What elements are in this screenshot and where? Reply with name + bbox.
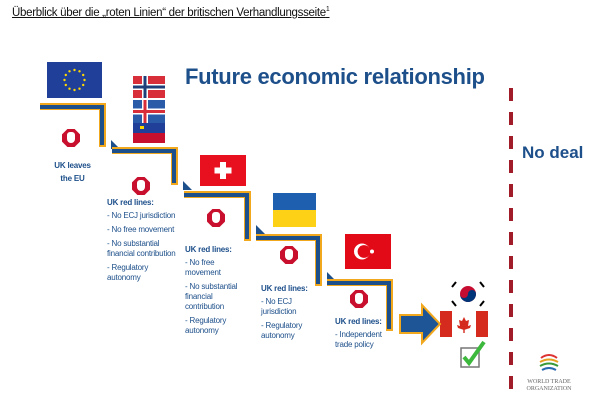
step-arrowhead [327,272,336,281]
heading: Überblick über die „roten Linien“ der br… [12,6,330,19]
eu-stars-icon: /*static*/ [63,68,86,92]
stop-hand-icon [350,290,368,308]
red-line-item: - Independent trade policy [335,330,382,349]
red-lines-eea: UK red lines: - No ECJ jurisdiction - No… [107,198,179,287]
red-line-item: - Regulatory autonomy [261,321,303,340]
red-line-item: - Regulatory autonomy [107,263,149,282]
no-deal-divider [509,88,513,400]
stop-hand-icon [62,129,80,147]
flag-canada [440,311,488,337]
wto-text: WORLD TRADE [527,379,571,385]
stop-hand-icon [207,209,225,227]
red-lines-header: UK red lines: [261,284,308,293]
step-connector-3 [184,191,251,241]
step-label-uk-leaves: UK leaves the EU [50,159,95,185]
red-lines-ukraine: UK red lines: - No ECJ jurisdiction - Re… [261,284,319,345]
red-line-item: - No ECJ jurisdiction [107,211,176,220]
step-arrowhead [256,225,265,234]
red-lines-header: UK red lines: [185,245,232,254]
step-arrowhead [183,181,192,190]
no-deal-label: No deal [522,143,584,162]
flag-south-korea [446,278,490,310]
arrow-right-icon [399,302,442,346]
flag-turkey [345,234,391,269]
red-lines-header: UK red lines: [107,198,154,207]
wto-globe-icon [539,354,559,371]
flag-switzerland [200,155,246,186]
stop-hand-icon [280,246,298,264]
stop-hand-icon [132,177,150,195]
red-line-item: - Regulatory autonomy [185,316,227,335]
flag-ukraine [273,193,316,227]
label-line: UK leaves [54,161,91,170]
checkbox-checked-icon [460,340,486,368]
diagram-title: Future economic relationship [185,64,485,89]
flag-eu: /*static*/ [47,62,102,98]
flag-iceland [133,100,165,123]
label-line: the EU [60,174,85,183]
red-line-item: - No free movement [185,258,221,277]
red-lines-turkey: UK red lines: - Independent trade policy [335,317,397,354]
step-connector-4 [256,234,322,286]
step-arrowhead [111,140,120,149]
red-lines-header: UK red lines: [335,317,382,326]
wto-text: ORGANIZATION [526,386,572,392]
flag-norway [133,76,165,98]
red-line-item: - No substantial financial contribution [107,239,176,258]
step-connector-5 [327,279,393,331]
heading-text: Überblick über die „roten Linien“ der br… [12,6,326,19]
red-line-item: - No ECJ jurisdiction [261,297,297,316]
footnote-marker: 1 [325,6,330,13]
step-connector-1 [40,103,106,147]
red-line-item: - No substantial financial contribution [185,282,238,311]
wto-logo: WORLD TRADE ORGANIZATION [518,350,580,393]
red-line-item: - No free movement [107,225,175,234]
red-lines-switzerland: UK red lines: - No free movement - No su… [185,245,247,340]
flag-liechtenstein [133,123,165,143]
step-connector-2 [112,147,178,185]
